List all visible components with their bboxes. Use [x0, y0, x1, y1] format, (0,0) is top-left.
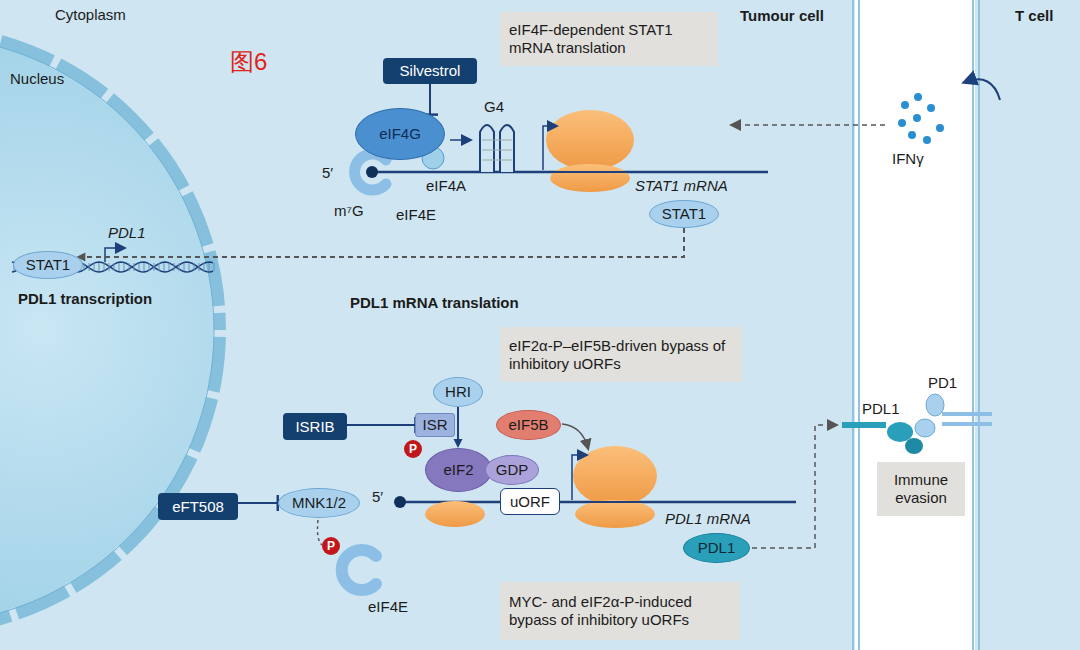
part-label: eIF4E: [396, 206, 436, 224]
figure-number: 图6: [230, 48, 267, 77]
protein-ellipse: eIF4G: [355, 108, 445, 160]
node-text: Immune evasion: [886, 471, 956, 507]
protein-ellipse: STAT1: [13, 251, 83, 278]
connector: [238, 502, 278, 504]
region-label: Cytoplasm: [55, 6, 126, 24]
region-label: Tumour cell: [740, 7, 824, 25]
node-text: eIF4F-dependent STAT1 mRNA translation: [509, 21, 709, 57]
gene-label: PDL1: [108, 224, 146, 242]
part-label: G4: [484, 98, 504, 116]
connector: [347, 424, 415, 426]
note-box: Immune evasion: [877, 462, 965, 516]
note-box: eIF4F-dependent STAT1 mRNA translation: [500, 12, 718, 66]
protein-ellipse: MNK1/2: [278, 488, 360, 518]
part-label: eIF4A: [426, 177, 466, 195]
part-label: eIF4E: [368, 598, 408, 616]
region-label: Nucleus: [10, 70, 64, 88]
protein-ellipse: STAT1: [649, 200, 719, 228]
node-text: ISR: [422, 416, 447, 434]
protein-ellipse: PDL1: [683, 533, 750, 563]
part-label: m⁷G: [334, 202, 364, 220]
node-text: GDP: [496, 461, 529, 479]
gene-label: STAT1 mRNA: [635, 177, 728, 195]
phospho-mark: P: [404, 440, 422, 458]
connector: [429, 84, 431, 115]
node-text: uORF: [510, 493, 550, 511]
node-text: eIF5B: [508, 416, 548, 434]
note-box: MYC- and eIF2α-P-induced bypass of inhib…: [500, 582, 740, 640]
drug-box: ISRIB: [283, 413, 347, 440]
connector: [82, 228, 684, 257]
node-text: PDL1: [698, 539, 736, 557]
protein-ellipse: eIF2: [425, 448, 492, 492]
node-text: eFT508: [172, 498, 224, 516]
part-label: IFNγ: [892, 150, 924, 168]
uorf-box: uORF: [500, 488, 560, 515]
end-label: 5′: [372, 488, 383, 506]
node-text: eIF2: [443, 461, 473, 479]
node-text: Silvestrol: [400, 62, 461, 80]
process-box: ISR: [415, 413, 454, 437]
phospho-mark: P: [322, 537, 340, 555]
node-text: MYC- and eIF2α-P-induced bypass of inhib…: [509, 593, 731, 629]
node-text: ISRIB: [295, 418, 334, 436]
section-label: PDL1 transcription: [18, 290, 152, 308]
gene-label: PDL1 mRNA: [665, 510, 751, 528]
drug-box: Silvestrol: [383, 58, 477, 84]
node-text: STAT1: [26, 256, 70, 274]
end-label: 5′: [322, 164, 333, 182]
node-text: eIF2α-P–eIF5B-driven bypass of inhibitor…: [509, 337, 733, 373]
connector: [454, 439, 463, 448]
region-label: T cell: [1015, 7, 1053, 25]
note-box: eIF2α-P–eIF5B-driven bypass of inhibitor…: [500, 327, 742, 382]
section-label: PDL1 mRNA translation: [350, 294, 519, 312]
protein-ellipse: HRI: [433, 377, 483, 407]
node-text: HRI: [445, 383, 471, 401]
node-text: STAT1: [662, 205, 706, 223]
part-label: PDL1: [862, 400, 900, 418]
node-text: MNK1/2: [292, 494, 346, 512]
protein-ellipse: eIF5B: [496, 410, 560, 440]
connector: [457, 407, 459, 442]
drug-box: eFT508: [158, 493, 238, 520]
protein-ellipse: GDP: [485, 455, 539, 485]
node-text: eIF4G: [379, 125, 421, 143]
part-label: PD1: [928, 374, 957, 392]
